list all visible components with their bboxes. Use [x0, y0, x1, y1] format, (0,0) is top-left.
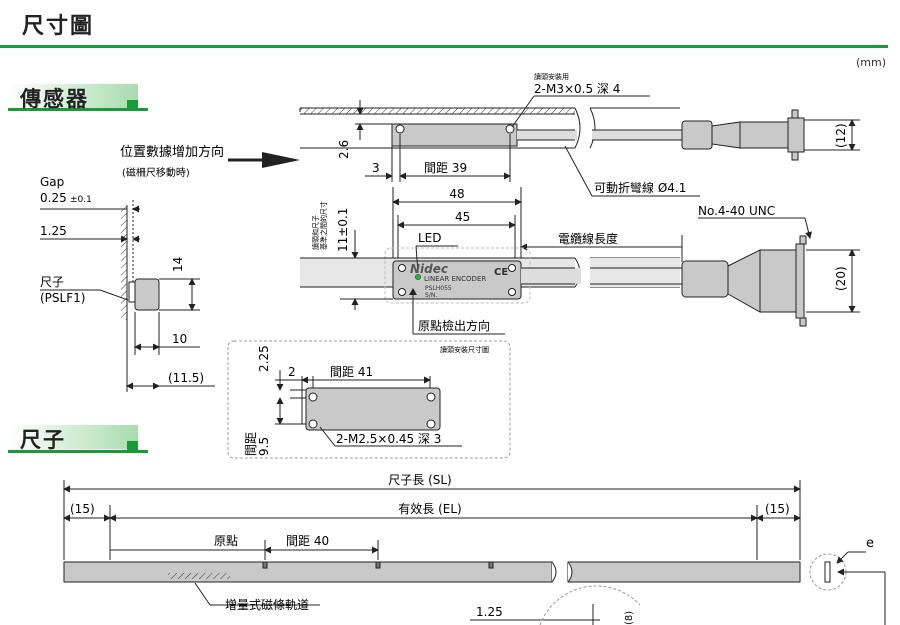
- direction-label: 位置數據增加方向: [120, 144, 224, 160]
- top-view: [299, 95, 860, 197]
- front-connector-boot: [681, 260, 729, 298]
- dim-48: 48: [449, 187, 464, 201]
- sensor-section-rule: [8, 108, 148, 111]
- connector-thread: No.4-40 UNC: [698, 204, 775, 218]
- top-sensor-body: [391, 123, 518, 147]
- detail-e-label: e: [866, 536, 874, 551]
- gap-tolerance: ±0.1: [70, 195, 92, 205]
- cable-spec: 可動折彎線 Ø4.1: [594, 180, 686, 195]
- product-name: LINEAR ENCODER: [424, 275, 486, 283]
- gap-label: Gap: [40, 175, 64, 189]
- led-label: LED: [418, 231, 442, 245]
- dim-1-25-scale: 1.25: [476, 605, 503, 619]
- side-ruler-body: [128, 281, 136, 303]
- effective-length: 有效長 (EL): [398, 501, 461, 516]
- direction-sub-label: (磁柵尺移動時): [122, 166, 190, 179]
- margin-left-15: (15): [70, 502, 95, 516]
- track-label: 增量式磁條軌道: [225, 597, 309, 612]
- incremental-track: [168, 573, 230, 579]
- scale-section-title: 尺子: [20, 428, 66, 452]
- pitch-40: 間距 40: [286, 534, 329, 548]
- front-view: [300, 187, 860, 335]
- model-number: PSLH055: [425, 285, 452, 292]
- front-connector-flange: [795, 243, 805, 319]
- dim-12: (12): [834, 123, 848, 148]
- scale-view: [63, 480, 886, 625]
- margin-right-15: (15): [765, 502, 790, 516]
- ruler-model: (PSLF1): [40, 291, 85, 305]
- dim-2-25: 2.25: [257, 345, 271, 372]
- scale-section-rule: [8, 450, 148, 453]
- dim-2: 2: [288, 365, 296, 379]
- mount-holes-m2-5: 2-M2.5×0.45 深 3: [336, 432, 441, 446]
- side-wall-hatch: [121, 205, 127, 320]
- scale-section-marker: [127, 441, 138, 452]
- dim-14: 14: [171, 257, 185, 272]
- direction-arrow-head: [262, 152, 300, 168]
- dim-45: 45: [455, 210, 470, 224]
- dim-20: (20): [834, 266, 848, 291]
- ce-mark: CE: [494, 267, 508, 278]
- dim-11: 11±0.1: [336, 208, 350, 252]
- gap-value: 0.25: [40, 191, 67, 205]
- dim-3: 3: [372, 161, 380, 175]
- led-indicator: [415, 274, 421, 280]
- pitch-vertical-label: 間距: [244, 432, 258, 456]
- mount-note: 讀頭安裝用: [534, 72, 569, 81]
- dim-2-6: 2.6: [337, 140, 351, 159]
- pitch-39: 間距 39: [424, 161, 467, 175]
- mount-detail: [227, 340, 511, 459]
- origin-marker: [409, 288, 417, 295]
- title-rule: [0, 45, 888, 48]
- scale-section-band: [8, 425, 138, 449]
- top-wall-hatch: [300, 108, 575, 114]
- scale-bar-left: [63, 561, 553, 583]
- scale-length: 尺子長 (SL): [388, 473, 451, 487]
- dim-9-5: 9.5: [257, 437, 271, 456]
- origin-label: 原點: [214, 534, 238, 548]
- sensor-section-band: [8, 84, 138, 108]
- top-connector-body: [787, 117, 805, 153]
- mount-sensor-body: [305, 387, 441, 431]
- mount-detail-title: 讀頭安裝尺寸圖: [440, 345, 489, 354]
- dim-8: (8): [624, 611, 635, 625]
- page-title: 尺寸圖: [22, 14, 95, 39]
- unit-label: (mm): [855, 56, 886, 69]
- top-connector-boot: [681, 120, 713, 150]
- side-view: [40, 152, 300, 392]
- dim-10: 10: [172, 332, 187, 346]
- ruler-label: 尺子: [40, 275, 64, 289]
- brand-logo: Nidec: [410, 262, 448, 276]
- dim-11-5: (11.5): [168, 371, 204, 385]
- sensor-section-marker: [127, 100, 138, 111]
- mount-holes-spec: 2-M3×0.5 深 4: [534, 82, 620, 96]
- ref-note-2: 基準之間的尺寸: [319, 201, 328, 250]
- pitch-41: 間距 41: [330, 365, 373, 379]
- sensor-section-title: 傳感器: [20, 87, 89, 111]
- cable-length: 電纜線長度: [558, 231, 618, 246]
- ref-note-1: 讀頭和尺子: [311, 215, 320, 250]
- dim-1-25-side: 1.25: [40, 224, 67, 238]
- side-sensor-body: [134, 278, 160, 311]
- scale-bar-right: [567, 561, 801, 583]
- origin-direction: 原點檢出方向: [418, 318, 490, 333]
- serial-number: S/N.: [425, 292, 437, 299]
